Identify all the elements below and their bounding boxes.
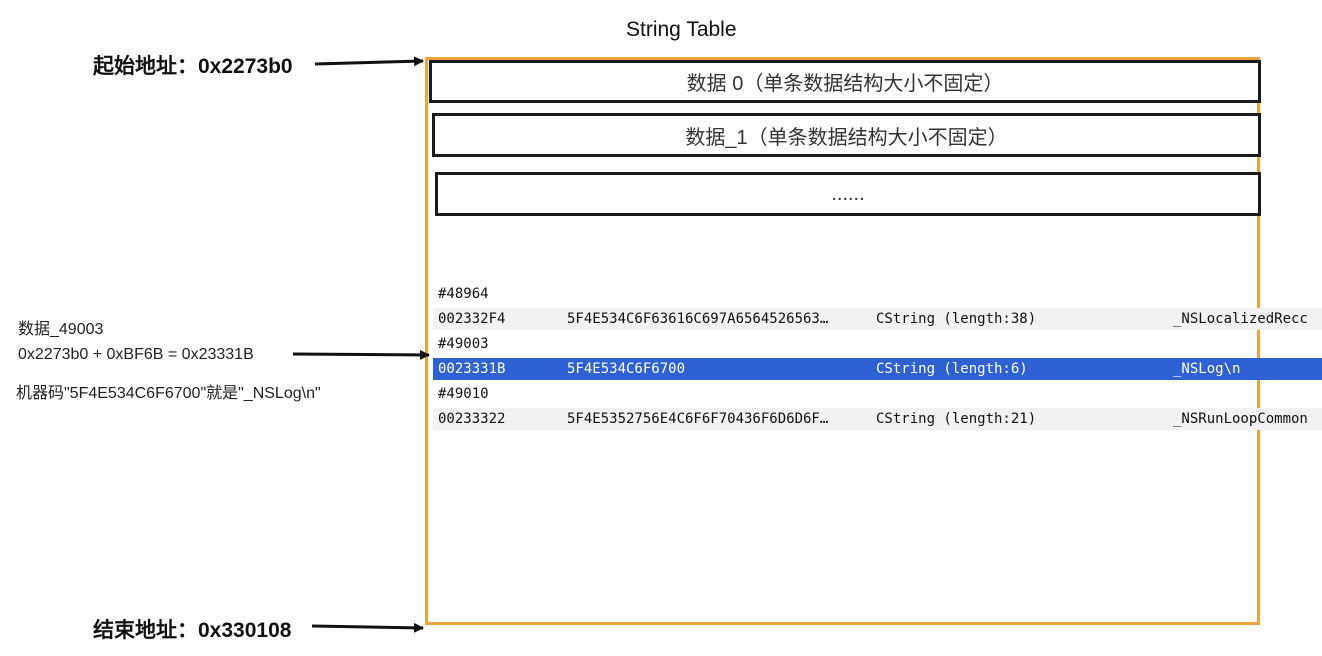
row-hex: 5F4E5352756E4C6F6F70436F6D6D6F… <box>567 411 829 427</box>
end-address-arrow <box>311 622 424 633</box>
data-record-label-ellipsis: ...... <box>831 182 865 205</box>
row-address: 0023331B <box>438 361 506 377</box>
start-address-arrow <box>314 56 424 67</box>
row-index: #49010 <box>438 386 489 402</box>
annotation-address-calc: 0x2273b0 + 0xBF6B = 0x23331B <box>18 346 254 363</box>
record-address-arrow <box>292 349 430 360</box>
table-row-index-48964[interactable]: #48964 <box>433 283 1322 305</box>
row-hex: 5F4E534C6F63616C697A6564526563… <box>567 311 829 327</box>
row-index: #48964 <box>438 286 489 302</box>
end-address-label: 结束地址：0x330108 <box>93 619 292 642</box>
table-row-selected[interactable]: 0023331B 5F4E534C6F6700 CString (length:… <box>433 358 1322 380</box>
table-row-index-49010[interactable]: #49010 <box>433 383 1322 405</box>
row-type: CString (length:21) <box>876 411 1037 427</box>
data-record-label-0: 数据 0（单条数据结构大小不固定） <box>686 73 1004 95</box>
data-record-box-0: 数据 0（单条数据结构大小不固定） <box>429 60 1261 103</box>
annotation-record-name: 数据_49003 <box>18 321 104 338</box>
row-type: CString (length:6) <box>876 361 1028 377</box>
diagram-title: String Table <box>626 18 737 41</box>
row-value: _NSLog\n <box>1173 361 1241 377</box>
start-address-label: 起始地址：0x2273b0 <box>93 55 293 78</box>
row-hex: 5F4E534C6F6700 <box>567 361 686 377</box>
string-table-container <box>425 57 1260 625</box>
row-index: #49003 <box>438 336 489 352</box>
row-address: 00233322 <box>438 411 506 427</box>
row-value: _NSRunLoopCommon <box>1173 411 1308 427</box>
data-record-box-1: 数据_1（单条数据结构大小不固定） <box>432 113 1261 157</box>
table-row[interactable]: 00233322 5F4E5352756E4C6F6F70436F6D6D6F…… <box>433 408 1322 430</box>
annotation-machine-code: 机器码"5F4E534C6F6700"就是"_NSLog\n" <box>16 385 321 402</box>
row-type: CString (length:38) <box>876 311 1037 327</box>
row-value: _NSLocalizedRecc <box>1173 311 1308 327</box>
row-address: 002332F4 <box>438 311 506 327</box>
data-record-box-ellipsis: ...... <box>435 172 1261 216</box>
table-row-index-49003[interactable]: #49003 <box>433 333 1322 355</box>
data-record-label-1: 数据_1（单条数据结构大小不固定） <box>685 126 1008 149</box>
table-row[interactable]: 002332F4 5F4E534C6F63616C697A6564526563…… <box>433 308 1322 330</box>
